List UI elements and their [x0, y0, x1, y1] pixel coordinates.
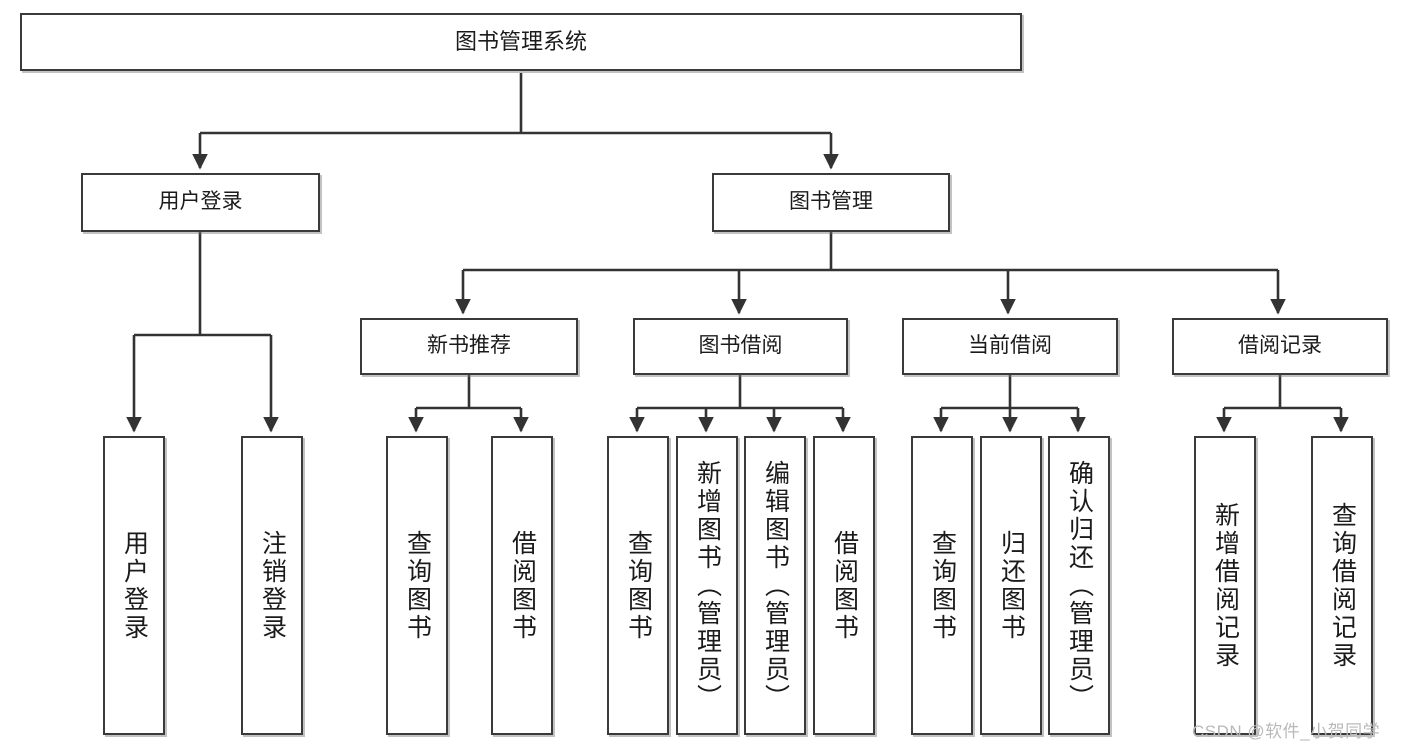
node-leaf-query-book-2[interactable]: 查询图书 — [607, 436, 669, 735]
node-leaf-return-book-label: 归还图书 — [997, 529, 1026, 642]
node-user-login-label: 用户登录 — [158, 190, 243, 214]
node-book-borrow[interactable]: 图书借阅 — [633, 318, 848, 375]
node-new-book-recommend-label: 新书推荐 — [427, 334, 511, 358]
node-root-label: 图书管理系统 — [454, 29, 587, 55]
node-leaf-edit-book-label: 编辑图书（管理员） — [761, 459, 790, 712]
node-leaf-query-book-1[interactable]: 查询图书 — [386, 436, 448, 735]
node-current-borrow[interactable]: 当前借阅 — [902, 318, 1118, 375]
node-leaf-return-book[interactable]: 归还图书 — [980, 436, 1042, 735]
node-leaf-user-logout-label: 注销登录 — [258, 529, 287, 642]
node-leaf-query-book-1-label: 查询图书 — [403, 529, 432, 642]
node-user-login[interactable]: 用户登录 — [81, 173, 320, 232]
node-book-manage[interactable]: 图书管理 — [712, 173, 950, 232]
node-leaf-query-book-3-label: 查询图书 — [928, 529, 957, 642]
node-leaf-user-login[interactable]: 用户登录 — [103, 436, 165, 735]
node-current-borrow-label: 当前借阅 — [968, 334, 1052, 358]
node-leaf-query-record-label: 查询借阅记录 — [1328, 501, 1357, 670]
node-leaf-query-record[interactable]: 查询借阅记录 — [1311, 436, 1373, 735]
node-root[interactable]: 图书管理系统 — [20, 13, 1022, 71]
node-leaf-add-book-label: 新增图书（管理员） — [693, 459, 722, 712]
node-leaf-edit-book[interactable]: 编辑图书（管理员） — [744, 436, 806, 735]
node-leaf-add-record-label: 新增借阅记录 — [1211, 501, 1240, 670]
node-leaf-borrow-book-1-label: 借阅图书 — [508, 529, 537, 642]
node-leaf-user-logout[interactable]: 注销登录 — [241, 436, 303, 735]
node-leaf-user-login-label: 用户登录 — [120, 529, 149, 642]
node-leaf-confirm-return-label: 确认归还（管理员） — [1065, 459, 1094, 712]
node-borrow-record-label: 借阅记录 — [1238, 334, 1322, 358]
node-book-manage-label: 图书管理 — [789, 190, 873, 214]
node-book-borrow-label: 图书借阅 — [698, 334, 783, 358]
node-leaf-borrow-book-2-label: 借阅图书 — [830, 529, 859, 642]
node-leaf-borrow-book-1[interactable]: 借阅图书 — [491, 436, 553, 735]
node-leaf-borrow-book-2[interactable]: 借阅图书 — [813, 436, 875, 735]
csdn-watermark: CSDN @软件_小贺同学 — [1192, 722, 1381, 741]
node-borrow-record[interactable]: 借阅记录 — [1172, 318, 1388, 375]
node-leaf-confirm-return[interactable]: 确认归还（管理员） — [1048, 436, 1110, 735]
node-new-book-recommend[interactable]: 新书推荐 — [360, 318, 578, 375]
node-leaf-query-book-3[interactable]: 查询图书 — [911, 436, 973, 735]
node-leaf-query-book-2-label: 查询图书 — [624, 529, 653, 642]
node-leaf-add-record[interactable]: 新增借阅记录 — [1194, 436, 1256, 735]
node-leaf-add-book[interactable]: 新增图书（管理员） — [676, 436, 738, 735]
